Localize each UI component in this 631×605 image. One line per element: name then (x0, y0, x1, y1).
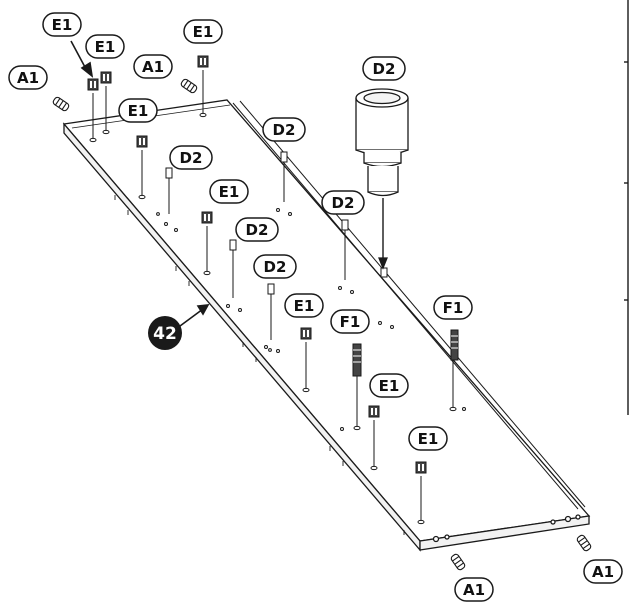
svg-text:D2: D2 (246, 221, 269, 239)
label-d2: D2 (262, 117, 306, 142)
svg-text:F1: F1 (443, 299, 464, 317)
svg-text:D2: D2 (273, 121, 296, 139)
dowel-a1 (52, 78, 592, 571)
svg-text:E1: E1 (219, 183, 240, 201)
label-a1: A1 (8, 65, 48, 90)
svg-text:E1: E1 (52, 16, 73, 34)
svg-text:E1: E1 (379, 377, 400, 395)
label-e1: E1 (209, 179, 249, 204)
fitting-f1 (352, 329, 459, 377)
panel-42 (62, 99, 591, 552)
svg-text:D2: D2 (332, 194, 355, 212)
guide-lines (92, 70, 454, 520)
label-d2: D2 (169, 145, 213, 170)
svg-text:D2: D2 (373, 60, 396, 78)
svg-text:E1: E1 (294, 297, 315, 315)
svg-text:D2: D2 (180, 149, 203, 167)
label-f1: F1 (330, 309, 370, 334)
part-number-badge: 42 (148, 316, 182, 350)
cam-pin-d2 (165, 151, 388, 295)
svg-text:E1: E1 (193, 23, 214, 41)
label-a1: A1 (583, 559, 623, 584)
svg-text:D2: D2 (264, 258, 287, 276)
svg-text:E1: E1 (418, 430, 439, 448)
pointer-arrows (70, 40, 210, 327)
part-number-text: 42 (153, 324, 177, 344)
label-d2: D2 (362, 56, 406, 81)
label-d2: D2 (253, 254, 297, 279)
svg-text:A1: A1 (463, 581, 485, 599)
label-e1: E1 (42, 12, 82, 37)
label-e1: E1 (408, 426, 448, 451)
label-a1: A1 (133, 54, 173, 79)
svg-text:A1: A1 (592, 563, 614, 581)
label-a1: A1 (454, 577, 494, 602)
page-edge (624, 0, 629, 415)
panel-holes (89, 112, 466, 525)
end-holes (432, 514, 581, 543)
label-e1: E1 (118, 98, 158, 123)
label-f1: F1 (433, 295, 473, 320)
label-e1: E1 (183, 19, 223, 44)
cam-screw-e1 (87, 55, 427, 474)
label-d2: D2 (321, 190, 365, 215)
label-d2: D2 (235, 217, 279, 242)
part-labels: A1 A1 A1 A1 E1 E1 E1 E1 E1 E1 E1 E1 D2 D… (8, 12, 623, 602)
svg-text:F1: F1 (340, 313, 361, 331)
label-e1: E1 (369, 373, 409, 398)
edge-holes (114, 195, 405, 535)
cam-pin-d2-enlarged (355, 88, 409, 270)
svg-text:A1: A1 (142, 58, 164, 76)
svg-text:A1: A1 (17, 69, 39, 87)
label-e1: E1 (85, 34, 125, 59)
svg-text:E1: E1 (95, 38, 116, 56)
label-e1: E1 (284, 293, 324, 318)
svg-text:E1: E1 (128, 102, 149, 120)
